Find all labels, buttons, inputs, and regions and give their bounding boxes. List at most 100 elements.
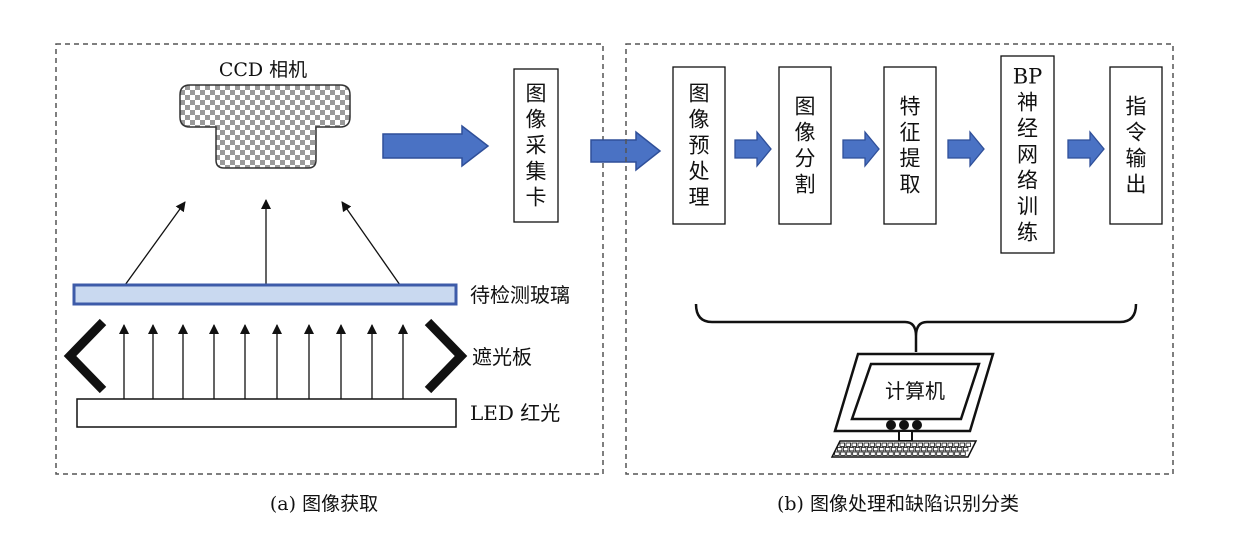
keyboard-key	[950, 447, 957, 452]
keyboard-key	[920, 447, 927, 452]
keyboard-key	[932, 447, 939, 452]
keyboard-key	[905, 442, 911, 447]
step-flow-arrow	[734, 130, 772, 168]
keyboard-key	[906, 451, 912, 456]
step-segmentation-char: 分	[795, 147, 816, 171]
step-preprocess-char: 理	[689, 186, 710, 210]
step-feature-extraction-box	[883, 66, 937, 225]
step-flow-arrow	[947, 130, 985, 168]
ray-left	[124, 201, 186, 286]
keyboard-key	[896, 447, 903, 452]
monitor-stand	[898, 430, 913, 442]
keyboard-key	[941, 442, 947, 447]
step-preprocess-char: 像	[689, 108, 710, 132]
keyboard-key	[902, 447, 909, 452]
indicator-dot	[886, 420, 896, 430]
keyboard-key	[959, 442, 965, 447]
keyboard-key	[918, 451, 924, 456]
step-preprocess-box	[672, 66, 726, 225]
glass-label: 待检测玻璃	[470, 283, 570, 307]
step-preprocess-char: 处	[689, 160, 710, 184]
step-feature-extraction-char: 征	[900, 121, 921, 145]
glass-plate	[72, 283, 458, 306]
shade-label: 遮光板	[472, 345, 532, 369]
ray-right	[341, 201, 401, 286]
indicator-dot	[899, 420, 909, 430]
keyboard-key	[840, 451, 846, 456]
keyboard-key	[858, 451, 864, 456]
panel-a-frame	[55, 43, 604, 475]
keyboard-key	[890, 447, 897, 452]
keyboard-key	[912, 451, 918, 456]
keyboard-key	[944, 447, 951, 452]
keyboard-key	[882, 451, 888, 456]
keyboard-key	[869, 442, 875, 447]
step-preprocess-char: 预	[689, 134, 710, 158]
keyboard-key	[845, 442, 851, 447]
keyboard-key	[926, 447, 933, 452]
keyboard-key	[864, 451, 870, 456]
brace	[694, 303, 1138, 337]
camera-label: CCD 相机	[219, 59, 307, 81]
keyboard-key	[956, 447, 963, 452]
step-bp-training-char: BP	[1013, 65, 1043, 89]
step-bp-training-char: 训	[1017, 195, 1038, 219]
step-command-output-char: 令	[1126, 121, 1147, 145]
indicator-dot	[912, 420, 922, 430]
step-bp-training-char: 网	[1017, 143, 1038, 167]
keyboard-key	[914, 447, 921, 452]
step-flow-arrow	[1067, 130, 1105, 168]
keyboard-key	[866, 447, 873, 452]
keyboard-key	[884, 447, 891, 452]
keyboard-key	[954, 451, 960, 456]
led-bar	[76, 398, 457, 428]
step-flow-arrow	[842, 130, 880, 168]
keyboard-key	[854, 447, 861, 452]
step-segmentation-char: 割	[795, 173, 816, 197]
keyboard-key	[860, 447, 867, 452]
step-command-output-box	[1109, 66, 1163, 225]
keyboard-key	[852, 451, 858, 456]
step-segmentation-box	[778, 66, 832, 225]
step-bp-training-char: 练	[1017, 221, 1038, 245]
keyboard-key	[923, 442, 929, 447]
step-bp-training-char: 络	[1017, 169, 1038, 193]
step-segmentation-char: 像	[795, 121, 816, 145]
keyboard-key	[917, 442, 923, 447]
keyboard-key	[962, 447, 969, 452]
keyboard-key	[894, 451, 900, 456]
shade-left	[63, 318, 107, 394]
keyboard-key	[947, 442, 953, 447]
keyboard-key	[836, 447, 843, 452]
keyboard-key	[893, 442, 899, 447]
keyboard-key	[851, 442, 857, 447]
camera-body	[179, 84, 351, 169]
monitor-screen	[850, 362, 981, 421]
capture-card-char: 集	[526, 160, 547, 184]
keyboard-key	[924, 451, 930, 456]
step-feature-extraction-char: 特	[900, 95, 921, 119]
keyboard-key	[887, 442, 893, 447]
keyboard-keys	[834, 442, 971, 456]
keyboard-key	[839, 442, 845, 447]
keyboard-key	[848, 447, 855, 452]
keyboard-key	[960, 451, 966, 456]
keyboard-key	[857, 442, 863, 447]
keyboard-key	[965, 442, 971, 447]
step-command-output-char: 输	[1126, 147, 1147, 171]
keyboard-key	[936, 451, 942, 456]
keyboard-key	[881, 442, 887, 447]
capture-card-char: 卡	[526, 186, 547, 210]
panel-a-caption: (a) 图像获取	[270, 493, 378, 515]
keyboard-key	[872, 447, 879, 452]
keyboard-key	[911, 442, 917, 447]
keyboard-key	[842, 447, 849, 452]
keyboard-key	[875, 442, 881, 447]
